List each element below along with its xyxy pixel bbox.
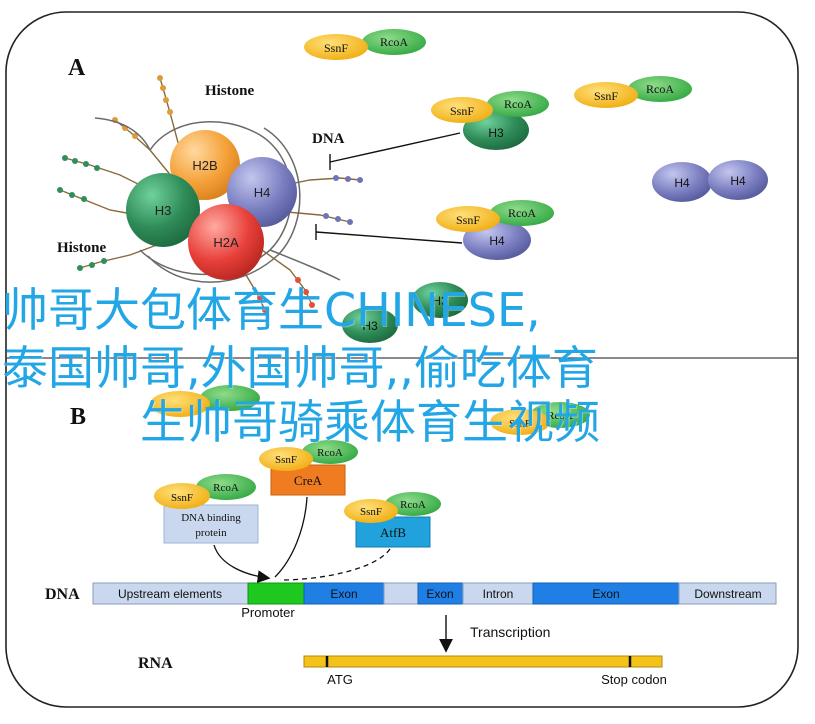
segment-label: Downstream <box>694 587 761 601</box>
ssnf-label: SsnF <box>450 104 474 118</box>
dna-label-b: DNA <box>45 586 80 603</box>
h3-label: H3 <box>362 319 378 333</box>
ssnf-label: SsnF <box>456 213 480 227</box>
h3-label: H3 <box>488 126 504 140</box>
h4-label: H4 <box>674 176 690 190</box>
rcoa-label: RcoA <box>400 499 426 511</box>
segment-label: Exon <box>592 587 619 601</box>
rna-label: RNA <box>138 655 173 672</box>
h4-label: H4 <box>730 174 746 188</box>
histone-label-top: Histone <box>205 83 255 99</box>
h2b-label: H2B <box>192 158 217 173</box>
ssnf-rcoa-h4-complex: SsnF RcoA H4 <box>436 200 554 260</box>
ssnf-label: SsnF <box>171 492 193 504</box>
overlay-line-3: 生帅哥骑乘体育生视频 <box>140 395 600 449</box>
dna-label-a: DNA <box>312 131 345 147</box>
segment-label: Intron <box>483 587 514 601</box>
ssnf-label: SsnF <box>324 41 348 55</box>
dna-segments: Upstream elements Exon Exon Intron Exon … <box>92 582 777 605</box>
h3-sphere <box>126 173 200 247</box>
binding-protein-line2: protein <box>195 527 227 539</box>
histone-tail-beads <box>57 75 363 313</box>
segment-label: Upstream elements <box>118 587 222 601</box>
stop-codon-label: Stop codon <box>601 672 667 687</box>
h2a-label: H2A <box>213 235 239 250</box>
ssnf-rcoa-partial: SsnF RcoA <box>150 385 590 435</box>
h2a-sphere <box>188 204 264 280</box>
rcoa-label: RcoA <box>380 35 408 49</box>
promoter-label: Promoter <box>241 605 295 620</box>
rcoa-label: RcoA <box>213 482 239 494</box>
h4-label: H4 <box>254 185 271 200</box>
nucleosome-core: H2B H4 H3 H2A <box>126 130 297 280</box>
rcoa-label: RcoA <box>508 206 536 220</box>
h3-partial-group: H3 H3 <box>342 282 468 343</box>
rcoa-label: RcoA <box>646 82 674 96</box>
segment-gap <box>383 582 419 605</box>
h3-label: H3 <box>432 294 448 308</box>
h4-pair: H4 H4 <box>652 160 768 202</box>
promoter-arrows <box>213 496 391 584</box>
crea-complex: CreA SsnF RcoA <box>259 440 358 496</box>
atfb-complex: AtfB SsnF RcoA <box>344 492 441 548</box>
h4-label: H4 <box>489 234 505 248</box>
atg-label: ATG <box>327 672 353 687</box>
ssnf-rcoa-h3-complex: SsnF RcoA H3 <box>431 91 549 150</box>
outer-frame <box>5 11 799 708</box>
segment-promoter <box>247 582 305 605</box>
h3-label: H3 <box>155 203 172 218</box>
ssnf-label: SsnF <box>509 418 531 430</box>
rcoa-label: RcoA <box>317 447 343 459</box>
overlay-line-2: 泰国帅哥,外国帅哥,,偷吃体育 <box>2 341 598 395</box>
segment-label: Exon <box>426 587 453 601</box>
inhibition-lines <box>315 132 463 244</box>
rcoa-label: RcoA <box>547 410 573 422</box>
histone-label-left: Histone <box>57 240 107 256</box>
ssnf-label: SsnF <box>275 454 297 466</box>
binding-protein-line1: DNA binding <box>181 512 241 524</box>
ssnf-label: SsnF <box>360 506 382 518</box>
dna-binding-protein: DNA binding protein SsnF RcoA <box>154 474 259 544</box>
transcription-label: Transcription <box>470 624 550 640</box>
panel-b-label: B <box>70 404 86 430</box>
segment-label: Exon <box>330 587 357 601</box>
crea-label: CreA <box>294 473 323 488</box>
overlay-line-1: 帅哥大包体育生CHINESE, <box>2 283 541 337</box>
panel-a-label: A <box>68 55 86 81</box>
rcoa-label: RcoA <box>504 97 532 111</box>
ssnf-label: SsnF <box>594 89 618 103</box>
ssnf-rcoa-complex-3: SsnF RcoA <box>574 76 692 108</box>
atfb-label: AtfB <box>380 525 406 540</box>
segment-downstream <box>678 582 777 605</box>
ssnf-rcoa-complex-1: SsnF RcoA <box>304 29 426 60</box>
binding-protein-box <box>163 504 259 544</box>
rna-bar <box>303 655 663 668</box>
